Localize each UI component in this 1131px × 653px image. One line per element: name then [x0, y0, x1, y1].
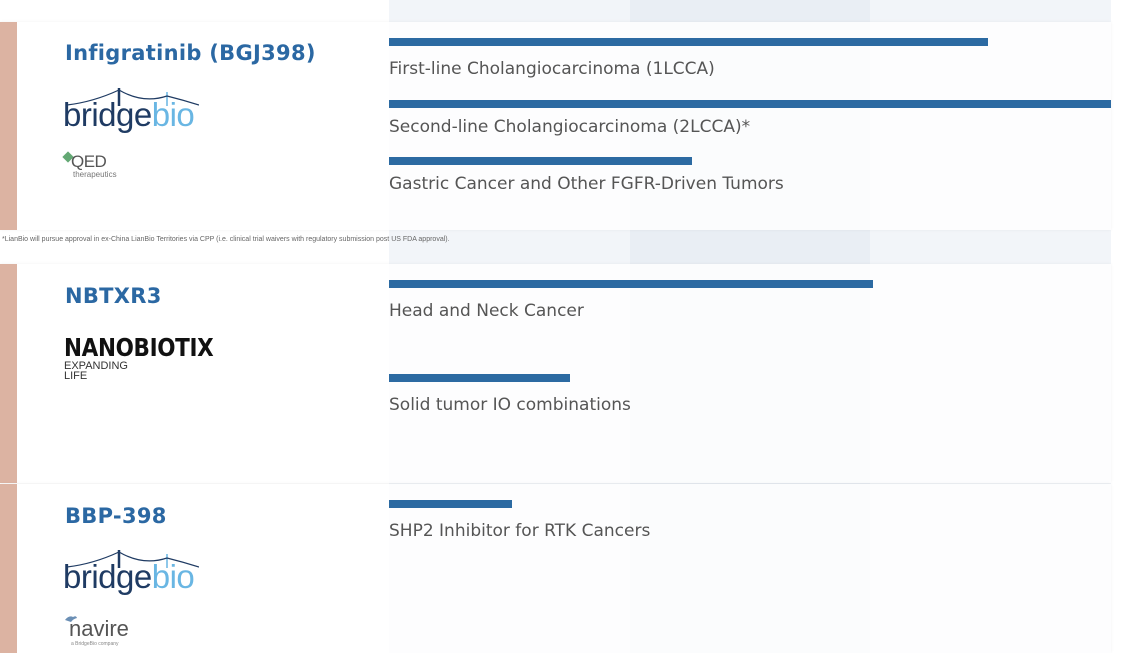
accent-stripe — [0, 22, 17, 230]
indication-label: Head and Neck Cancer — [389, 301, 584, 321]
program-card-nbtxr3 — [0, 264, 1111, 483]
indication-label: First-line Cholangiocarcinoma (1LCCA) — [389, 59, 715, 79]
accent-stripe — [0, 484, 17, 653]
bridge-arc-icon — [67, 88, 199, 106]
bird-icon — [65, 616, 77, 622]
drug-title: NBTXR3 — [65, 284, 162, 308]
indication-label: Gastric Cancer and Other FGFR-Driven Tum… — [389, 174, 784, 194]
drug-title: BBP-398 — [65, 504, 167, 528]
nanobiotix-logo: NANOBIOTIX EXPANDING LIFE — [64, 333, 214, 382]
qed-logo: QED therapeutics — [62, 151, 124, 184]
bridge-arc-icon — [67, 550, 199, 568]
accent-stripe — [0, 264, 17, 483]
progress-bar — [389, 157, 692, 165]
indication-label: Solid tumor IO combinations — [389, 395, 631, 415]
indication-label: Second-line Cholangiocarcinoma (2LCCA)* — [389, 117, 751, 137]
progress-bar — [389, 38, 988, 46]
program-card-infigratinib — [0, 22, 1111, 230]
bridgebio-logo: bridgebio — [63, 550, 199, 596]
progress-bar — [389, 280, 873, 288]
indication-label: SHP2 Inhibitor for RTK Cancers — [389, 521, 651, 541]
progress-bar — [389, 100, 1111, 108]
bridgebio-logo: bridgebio — [63, 88, 199, 134]
progress-bar — [389, 500, 512, 508]
drug-title: Infigratinib (BGJ398) — [65, 41, 316, 65]
program-card-bbp398 — [0, 484, 1111, 653]
navire-logo: navire a BridgeBio company — [64, 614, 154, 647]
footnote: *LianBio will pursue approval in ex-Chin… — [2, 236, 450, 243]
progress-bar — [389, 374, 570, 382]
